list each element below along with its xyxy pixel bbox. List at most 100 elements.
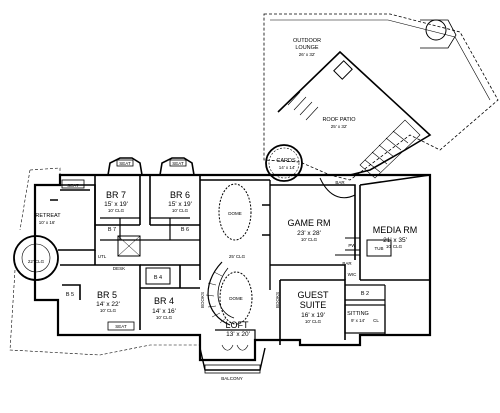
cards-label: CARDS bbox=[276, 158, 296, 164]
br4-walls bbox=[140, 264, 200, 289]
outdoor-lounge-dim: 26' x 32' bbox=[299, 52, 316, 57]
pw-walls bbox=[335, 237, 360, 256]
retreat-turret-inner bbox=[21, 243, 51, 273]
curved-stair-outer bbox=[207, 261, 231, 326]
br7-label: BR 7 bbox=[106, 190, 126, 200]
main-wall-outline bbox=[33, 173, 432, 362]
br5-dim: 14' x 22' bbox=[96, 301, 120, 308]
guest-suite-dim: 16' x 19' bbox=[301, 312, 325, 319]
guest-suite-clg: 10' CLG bbox=[305, 319, 322, 324]
curved-stair-treads bbox=[205, 271, 227, 324]
books-label-left: BOOKS bbox=[200, 292, 205, 308]
br5-label: BR 5 bbox=[97, 290, 117, 300]
seat-br6 bbox=[169, 159, 187, 167]
balcony-arc-left bbox=[221, 344, 234, 351]
sitting-area bbox=[344, 304, 386, 334]
br7-walls bbox=[94, 175, 141, 230]
br7-clg: 10' CLG bbox=[108, 208, 125, 213]
guest-suite-label-2: SUITE bbox=[300, 300, 327, 310]
dome-lower-label: DOME bbox=[229, 296, 243, 301]
outdoor-lounge-label-1: OUTDOOR bbox=[293, 38, 321, 44]
br6-clg: 10' CLG bbox=[172, 208, 189, 213]
roof-patio-dim: 25' x 32' bbox=[331, 124, 348, 129]
pw-label: PW bbox=[348, 243, 356, 248]
seat-bottom bbox=[107, 321, 135, 331]
cards-room-outline bbox=[265, 144, 303, 182]
seat-br7 bbox=[116, 159, 134, 167]
loft-label: LOFT bbox=[225, 320, 249, 330]
dome-upper bbox=[218, 183, 252, 241]
cards-dim: 14' x 14' bbox=[279, 165, 296, 170]
br4-clg: 10' CLG bbox=[156, 315, 173, 320]
tub-label: TUB bbox=[375, 246, 384, 251]
bath-walls bbox=[100, 217, 200, 241]
dome-upper-label: DOME bbox=[228, 211, 242, 216]
sitting-label: SITTING bbox=[347, 311, 369, 317]
books-label-right: BOOKS bbox=[275, 292, 280, 308]
br6-label: BR 6 bbox=[170, 190, 190, 200]
lounge-inner-line bbox=[270, 19, 491, 101]
guest-suite-label-1: GUEST bbox=[297, 290, 329, 300]
seat-retreat bbox=[61, 179, 85, 189]
dome-lower bbox=[219, 271, 253, 325]
retreat-label: RETREAT bbox=[35, 213, 61, 219]
br7-dim: 15' x 19' bbox=[104, 201, 128, 208]
wic-label: WIC bbox=[348, 272, 357, 277]
br6-bay bbox=[159, 157, 195, 176]
br6-walls bbox=[149, 175, 201, 280]
turret-tr-walls bbox=[420, 19, 457, 49]
seat-label-bottom: SEAT bbox=[115, 324, 127, 329]
stair-core-x bbox=[117, 235, 141, 257]
b4-bath bbox=[145, 267, 171, 285]
media-room-dim: 21' x 35' bbox=[383, 237, 407, 244]
balcony-floor bbox=[204, 364, 261, 374]
clg25-label: 25' CLG bbox=[229, 254, 246, 259]
tub bbox=[366, 239, 392, 257]
roof-edge-left bbox=[9, 167, 200, 356]
cl-label: CL bbox=[373, 318, 379, 323]
media-room-clg: 10' CLG bbox=[386, 244, 403, 249]
sitting-dim: 9' x 14' bbox=[351, 318, 365, 323]
outdoor-lounge-outline bbox=[263, 13, 499, 181]
bar-counter bbox=[319, 177, 356, 199]
seat-label-br6: SEAT bbox=[172, 161, 184, 166]
b2-label: B 2 bbox=[361, 291, 369, 297]
game-room-clg: 10' CLG bbox=[301, 237, 318, 242]
b7-label: B 7 bbox=[108, 227, 116, 233]
loft-walls bbox=[215, 329, 256, 345]
balcony-rail bbox=[199, 347, 266, 371]
br7-bay bbox=[107, 157, 143, 176]
turret-tr bbox=[425, 19, 447, 41]
curved-stair-inner bbox=[217, 267, 235, 319]
seat-label-br7: SEAT bbox=[119, 161, 131, 166]
roof-patio-steps bbox=[287, 91, 319, 121]
balcony-label: BALCONY bbox=[221, 376, 243, 381]
desk-label: DESK bbox=[113, 266, 125, 271]
b5-label: B 5 bbox=[66, 292, 74, 298]
br4-label: BR 4 bbox=[154, 296, 174, 306]
clg22-label: 22' CLG bbox=[28, 259, 45, 264]
roof-patio-label: ROOF PATIO bbox=[322, 117, 356, 123]
bar-label-upper: BAR bbox=[335, 180, 345, 185]
game-room-dim: 23' x 28' bbox=[297, 230, 321, 237]
cards-inner bbox=[268, 147, 300, 179]
grill-box bbox=[333, 60, 353, 80]
loft-dim: 13' x 20' bbox=[226, 331, 250, 338]
game-room-label: GAME RM bbox=[287, 218, 330, 228]
media-walls bbox=[359, 174, 431, 281]
utl-label: UTL bbox=[98, 254, 107, 259]
b6-label: B 6 bbox=[181, 227, 189, 233]
bar-label-lower: BAR bbox=[342, 261, 352, 266]
balcony-arc-right bbox=[236, 344, 249, 351]
media-room-label: MEDIA RM bbox=[373, 225, 418, 235]
retreat-dim: 10' x 16' bbox=[39, 220, 56, 225]
stair-patio bbox=[359, 119, 421, 179]
seat-label-retreat: SEAT bbox=[67, 183, 79, 188]
outdoor-lounge-label-2: LOUNGE bbox=[295, 45, 319, 51]
br4-dim: 14' x 16' bbox=[152, 308, 176, 315]
stair-core bbox=[117, 235, 141, 257]
retreat-turret bbox=[13, 235, 59, 281]
game-room-walls bbox=[270, 184, 356, 280]
b4-label: B 4 bbox=[154, 275, 162, 281]
